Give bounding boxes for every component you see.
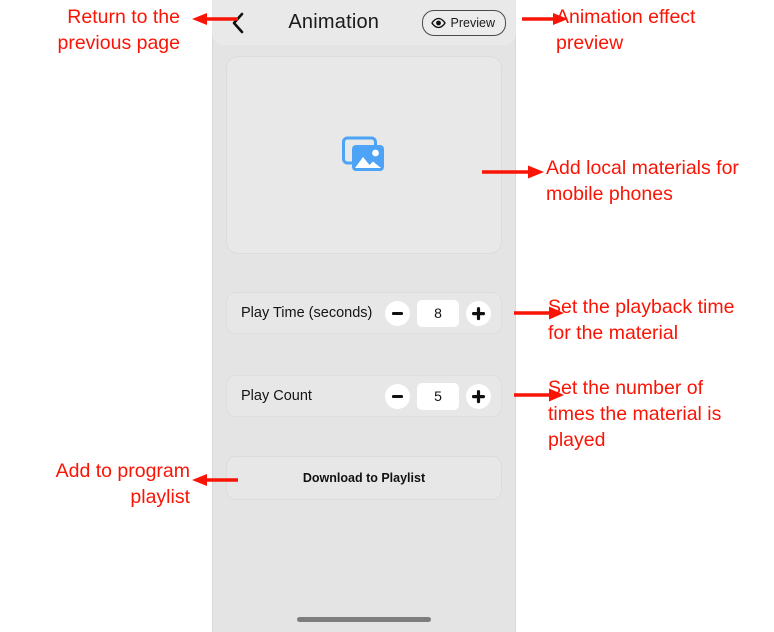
plus-icon [472, 389, 485, 403]
play-count-row: Play Count 5 [226, 375, 502, 417]
annotation-play-count: Set the number of times the material is … [548, 377, 722, 451]
play-time-increment-button[interactable] [466, 300, 491, 326]
play-time-value[interactable]: 8 [417, 299, 459, 327]
annotation-arrow-play-time [514, 306, 564, 320]
image-stack-icon [342, 136, 384, 171]
preview-label: Preview [450, 15, 495, 30]
play-count-label: Play Count [241, 388, 312, 404]
download-to-playlist-button[interactable]: Download to Playlist [226, 456, 502, 500]
page-title: Animation [288, 11, 380, 33]
nav-bar: Animation Preview [212, 0, 516, 45]
annotation-arrow-download [192, 474, 238, 486]
annotation-preview: Animation effect preview [556, 6, 696, 54]
annotation-download: Add to program playlist [55, 460, 190, 508]
minus-icon [392, 394, 403, 398]
preview-button[interactable]: Preview [421, 9, 506, 36]
annotation-arrow-media [482, 165, 544, 179]
play-time-row: Play Time (seconds) 8 [226, 292, 502, 334]
plus-icon [472, 306, 485, 320]
play-time-label: Play Time (seconds) [241, 305, 373, 321]
minus-icon [392, 311, 403, 315]
annotation-arrow-back [192, 13, 238, 25]
annotation-media: Add local materials for mobile phones [546, 157, 739, 205]
play-count-increment-button[interactable] [466, 383, 491, 409]
media-placeholder-card[interactable] [226, 56, 502, 254]
play-time-decrement-button[interactable] [385, 300, 410, 326]
annotation-play-time: Set the playback time for the material [548, 296, 735, 344]
phone-screen: Animation Preview Play Time (seconds) [212, 0, 516, 632]
annotation-back: Return to the previous page [57, 6, 180, 54]
play-count-stepper: 5 [385, 382, 491, 410]
annotation-arrow-play-count [514, 388, 564, 402]
play-time-stepper: 8 [385, 299, 491, 327]
eye-icon [430, 17, 446, 28]
play-count-value[interactable]: 5 [417, 382, 459, 410]
play-count-decrement-button[interactable] [385, 383, 410, 409]
chevron-left-icon [232, 12, 243, 33]
annotation-arrow-preview [522, 13, 568, 25]
back-button[interactable] [224, 8, 250, 38]
home-indicator [297, 617, 431, 622]
